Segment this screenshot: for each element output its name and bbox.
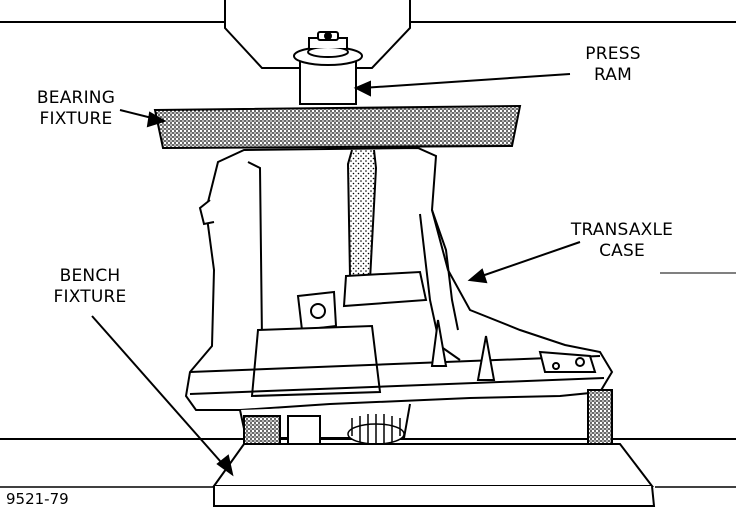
- bearing-fixture-label-line1: BEARING: [36, 88, 116, 108]
- bench-fixture-label-line1: BENCH: [59, 266, 121, 286]
- press-ram-label: PRESS RAM: [574, 44, 652, 86]
- figure-code: 9521-79: [6, 490, 69, 508]
- press-ram: [293, 31, 363, 105]
- bearing-fixture-label-line2: FIXTURE: [39, 109, 113, 129]
- bench-fixture-base: [212, 443, 656, 507]
- bench-fixture-label-line2: FIXTURE: [53, 287, 127, 307]
- transaxle-case-label-line1: TRANSAXLE: [570, 220, 674, 240]
- leader-arrows: [91, 73, 581, 477]
- press-ram-label-line1: PRESS: [585, 44, 641, 64]
- bench-fixture-label: BENCH FIXTURE: [46, 266, 134, 308]
- bearing-fixture-plate: [153, 104, 522, 150]
- gear-teeth: [347, 414, 405, 445]
- press-ram-label-line2: RAM: [593, 65, 633, 85]
- transaxle-case: [184, 146, 614, 439]
- transaxle-case-label-line2: CASE: [599, 241, 645, 261]
- transaxle-case-label: TRANSAXLE CASE: [560, 220, 684, 262]
- bearing-fixture-label: BEARING FIXTURE: [26, 88, 126, 130]
